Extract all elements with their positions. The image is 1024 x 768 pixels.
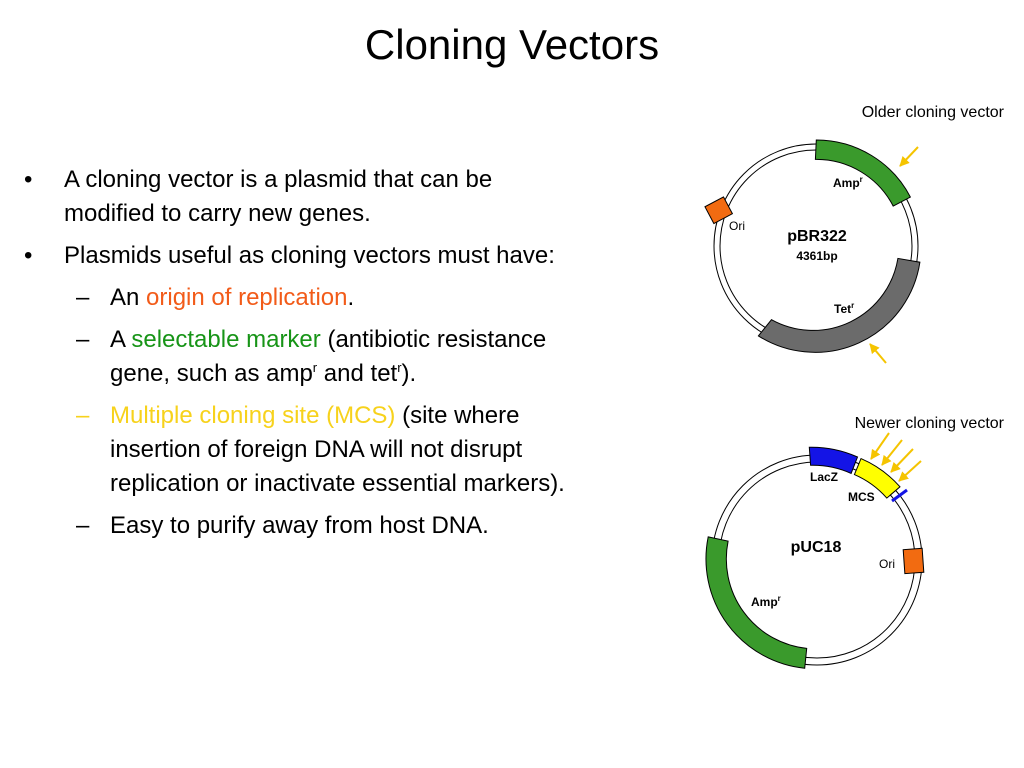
puc18-amp-gene: [705, 536, 808, 669]
pbr322-amp-label: Ampr: [833, 175, 863, 190]
mcs-highlight: Multiple cloning site (MCS): [110, 402, 396, 429]
puc18-mcs-marker: [891, 488, 908, 503]
bullet-text: Plasmids useful as cloning vectors must …: [64, 242, 555, 269]
superscript-r: r: [312, 360, 318, 375]
dash-marker: –: [76, 402, 90, 429]
sub-bullet-text-pre: A: [110, 326, 132, 353]
pbr322-ori-box: [704, 196, 734, 225]
dash-marker: –: [76, 512, 90, 539]
sub-bullet-item: – A selectable marker (antibiotic resist…: [24, 323, 584, 391]
bullet-text: A cloning vector is a plasmid that can b…: [64, 166, 493, 227]
puc18-amp-label: Ampr: [751, 594, 781, 609]
puc18-name: pUC18: [791, 539, 842, 556]
arrow-icon: [898, 460, 922, 482]
puc18-mcs-region: [853, 457, 901, 499]
pbr322-amp-gene: [814, 139, 912, 207]
pbr322-name: pBR322: [787, 228, 847, 245]
sub-bullet-text-post: (site where insertion of foreign DNA wil…: [110, 402, 565, 497]
superscript-r: r: [397, 360, 402, 375]
sub-bullet-text: and tet: [317, 360, 398, 387]
arrow-icon: [881, 439, 903, 466]
arrow-icon: [870, 432, 890, 460]
puc18-mcs-label: MCS: [848, 490, 875, 504]
bullet-marker: •: [24, 242, 33, 269]
sub-bullet-item: – Easy to purify away from host DNA.: [24, 509, 584, 543]
older-vector-caption: Older cloning vector: [862, 104, 1005, 121]
selectable-marker-highlight: selectable marker: [131, 326, 321, 353]
sub-bullet-text: ).: [401, 360, 417, 387]
bullet-marker: •: [24, 166, 33, 193]
puc18-ori-label: Ori: [879, 557, 895, 571]
pbr322-ori-label: Ori: [729, 219, 745, 233]
sub-bullet-item: – Multiple cloning site (MCS) (site wher…: [24, 399, 584, 501]
puc18-lacz-label: LacZ: [810, 470, 838, 484]
slide-title: Cloning Vectors: [364, 21, 660, 68]
sub-bullet-text: Easy to purify away from host DNA.: [110, 512, 489, 539]
arrow-icon: [890, 448, 914, 473]
pbr322-tet-gene: [757, 257, 921, 353]
bullet-list: • A cloning vector is a plasmid that can…: [24, 163, 584, 551]
newer-vector-caption: Newer cloning vector: [855, 415, 1005, 432]
sub-bullet-text-pre: An: [110, 284, 147, 311]
sub-bullet-text: (antibiotic resistance gene, such as amp: [110, 326, 547, 387]
sub-bullet-text-post: .: [347, 284, 355, 311]
puc18-ori-box: [902, 547, 925, 575]
pbr322-tet-label: Tetr: [834, 301, 854, 316]
arrow-icon: [869, 343, 887, 364]
arrow-icon: [899, 146, 919, 167]
pbr322-size: 4361bp: [796, 249, 837, 263]
dash-marker: –: [76, 326, 90, 353]
bullet-item: • Plasmids useful as cloning vectors mus…: [24, 239, 584, 273]
sub-bullet-item: – An origin of replication.: [24, 281, 584, 315]
dash-marker: –: [76, 284, 90, 311]
puc18-lacz-gene: [808, 446, 859, 475]
bullet-item: • A cloning vector is a plasmid that can…: [24, 163, 584, 231]
origin-of-replication-highlight: origin of replication: [146, 284, 348, 311]
